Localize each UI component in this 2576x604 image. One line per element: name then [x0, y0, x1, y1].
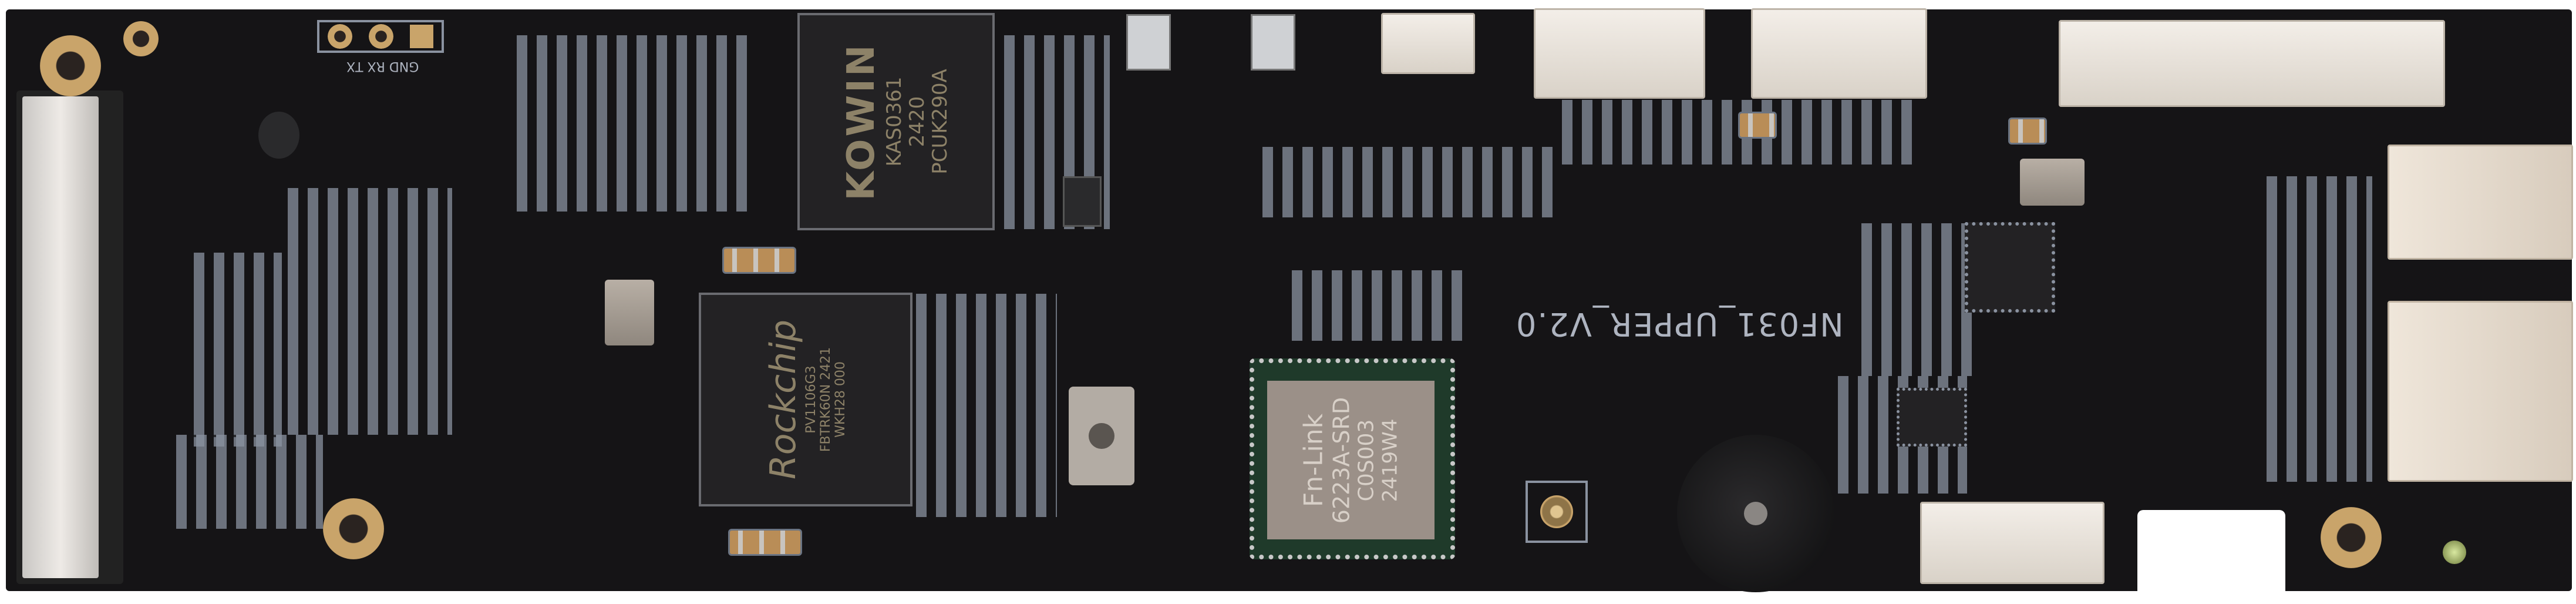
mounting-hole — [123, 21, 159, 56]
module-marking: 2419W4 — [1378, 418, 1402, 502]
passive-components — [1262, 147, 1556, 217]
module-brand: Fn-Link — [1298, 413, 1329, 508]
mounting-hole — [2321, 507, 2382, 568]
connector-right-3pin[interactable] — [2388, 145, 2573, 260]
small-ic — [1897, 388, 1967, 447]
power-pads — [1126, 14, 1171, 71]
passive-components — [194, 253, 282, 447]
buzzer — [1677, 435, 1834, 592]
wifi-module: Fn-Link 6223A-SRD C0S003 2419W4 — [1250, 358, 1455, 559]
uart-header — [317, 20, 444, 53]
uart-header-label: GND RX TX — [346, 59, 419, 73]
capacitor — [1738, 112, 1777, 139]
memory-chip: KOWIN KAS0361 2420 PCUK290A — [797, 13, 995, 230]
module-marking: C0S003 — [1354, 419, 1379, 502]
chip-brand: Rockchip — [762, 320, 804, 479]
chip-brand: KOWIN — [839, 42, 883, 201]
connector-4pin[interactable] — [1751, 8, 1927, 99]
fpc-connector — [16, 90, 123, 584]
capacitor — [722, 247, 796, 274]
chip-marking: KAS0361 — [883, 76, 907, 167]
connector-10pin[interactable] — [2059, 20, 2445, 107]
led — [2443, 541, 2466, 564]
passive-components — [2267, 176, 2372, 482]
crystal — [605, 280, 654, 345]
tact-switch[interactable] — [1069, 387, 1134, 485]
passive-components — [1292, 270, 1468, 341]
passive-components — [176, 435, 323, 529]
small-ic — [1063, 176, 1102, 227]
board-label: NF031_UPPER_V2.0 — [1515, 306, 1844, 343]
connector-right-4pin[interactable] — [2388, 301, 2573, 482]
qfn-chip — [1965, 222, 2055, 313]
passive-components — [916, 294, 1057, 517]
capacitor — [2008, 118, 2047, 145]
chip-marking: FBTRK60N 2421 — [818, 347, 833, 452]
soc-chip: Rockchip PV1106G3 FBTRK60N 2421 WKH28 00… — [699, 293, 912, 506]
connector-bottom[interactable] — [1920, 502, 2104, 584]
mounting-hole — [40, 35, 101, 96]
passive-components — [1861, 223, 1979, 376]
chip-marking: PCUK290A — [928, 69, 952, 175]
chip-marking: 2420 — [905, 96, 930, 147]
board-notch — [2137, 510, 2285, 604]
passive-components — [288, 188, 452, 435]
antenna-connector[interactable] — [1526, 481, 1588, 543]
connector-4pin[interactable] — [1534, 8, 1705, 99]
chip-marking: PV1106G3 — [803, 365, 819, 434]
mounting-hole — [323, 498, 384, 559]
crystal — [2020, 159, 2085, 206]
capacitor — [728, 529, 802, 556]
passive-components — [517, 35, 752, 212]
small-ic — [258, 112, 299, 159]
chip-marking: WKH28 000 — [833, 361, 848, 438]
connector-small[interactable] — [1381, 13, 1475, 74]
module-marking: 6223A-SRD — [1328, 397, 1355, 524]
power-pads — [1251, 14, 1295, 71]
